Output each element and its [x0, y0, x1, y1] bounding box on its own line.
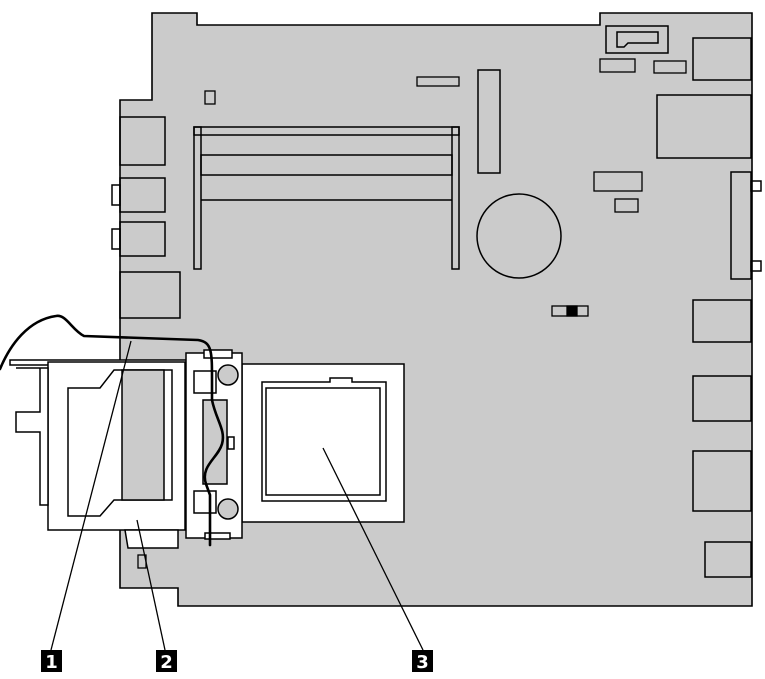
microprocessor — [261, 377, 387, 502]
callout-2: 2 — [156, 650, 177, 673]
audio-jack — [111, 221, 166, 257]
memory-slot — [193, 126, 460, 270]
socket-lever — [185, 349, 243, 540]
coin-battery — [476, 193, 562, 279]
small-chip — [599, 58, 636, 73]
chipset-header — [477, 69, 501, 174]
lever-wire — [0, 314, 225, 547]
callout-3: 3 — [412, 650, 433, 673]
front-port — [119, 116, 166, 166]
rear-port — [692, 450, 752, 512]
leader-line-1 — [50, 340, 132, 651]
callout-3-label: 3 — [416, 652, 429, 673]
vga-connector — [730, 171, 762, 280]
small-chip — [614, 198, 639, 213]
small-chip — [593, 171, 643, 192]
small-chip — [416, 76, 460, 87]
leader-line-3 — [322, 447, 424, 651]
small-component — [204, 90, 216, 105]
rear-port — [692, 37, 752, 81]
front-port — [119, 271, 181, 319]
audio-jack — [111, 177, 166, 213]
callout-1: 1 — [41, 650, 62, 673]
callout-2-label: 2 — [160, 652, 173, 673]
callout-1-label: 1 — [45, 652, 58, 673]
rear-port — [656, 94, 752, 159]
retention-frame — [9, 359, 204, 549]
rear-port — [704, 541, 752, 578]
small-chip — [653, 60, 687, 74]
jumper — [551, 305, 589, 317]
leader-line-2 — [136, 519, 166, 651]
sata-connector — [605, 25, 669, 54]
rear-port — [692, 375, 752, 422]
rear-port — [692, 299, 752, 343]
